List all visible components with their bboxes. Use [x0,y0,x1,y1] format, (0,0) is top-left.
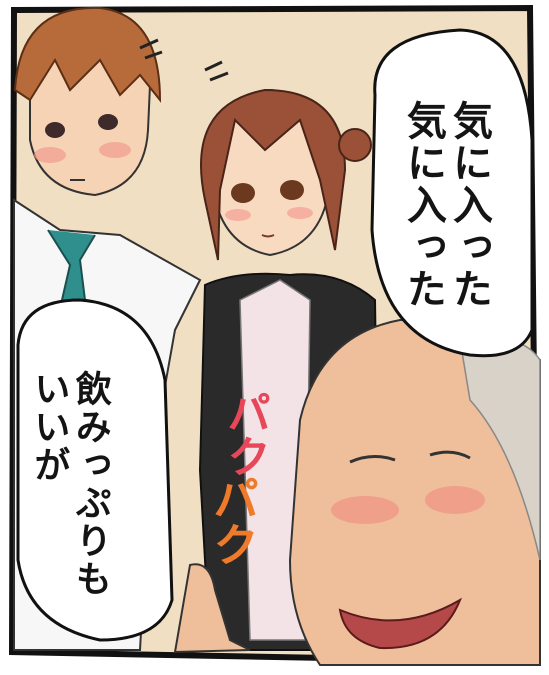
speech-bubble-left [16,298,174,642]
speech-left-line-2: いいが [28,370,70,484]
speech-bubble-right [370,28,534,358]
speech-right-line-2: 気に入った [400,100,446,310]
speech-right-line-1: 気に入った [446,100,492,310]
sfx-paku-1: パク [219,390,270,478]
sfx-paku-2: パク [206,475,260,567]
speech-left-text: 飲みっぷりも いいが [28,370,111,598]
speech-right-text: 気に入った 気に入った [400,100,492,310]
speech-left-line-1: 飲みっぷりも [69,370,111,598]
old-man [173,318,541,666]
